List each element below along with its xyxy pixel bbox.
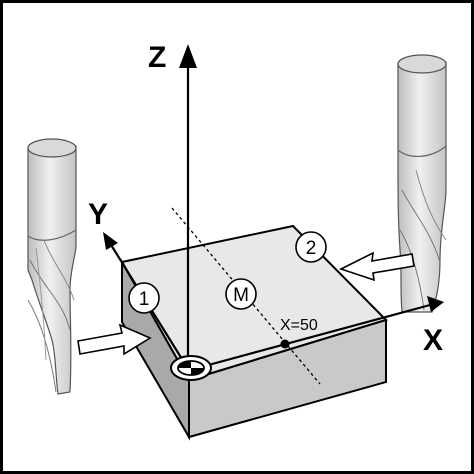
center-marker-label: M	[233, 285, 249, 306]
x50-point	[280, 339, 290, 349]
x-axis: X	[189, 296, 444, 372]
probe-arrow-1-icon	[77, 323, 152, 356]
end-mill-left-icon	[27, 138, 77, 395]
z-axis: Z	[148, 41, 197, 372]
marker-two-label: 2	[306, 238, 317, 259]
center-marker: M	[225, 278, 257, 310]
end-mill-right-icon	[397, 54, 447, 313]
origin-datum-icon	[170, 355, 212, 381]
z-axis-label: Z	[148, 41, 166, 74]
marker-one-label: 1	[139, 289, 150, 310]
y-axis: Y	[88, 198, 191, 373]
position-label: X=50	[280, 317, 318, 334]
probe-arrow-2-icon	[338, 251, 415, 282]
y-axis-label: Y	[88, 198, 108, 231]
marker-one: 1	[128, 282, 160, 314]
marker-two: 2	[295, 231, 327, 263]
x-axis-label: X	[423, 324, 443, 357]
